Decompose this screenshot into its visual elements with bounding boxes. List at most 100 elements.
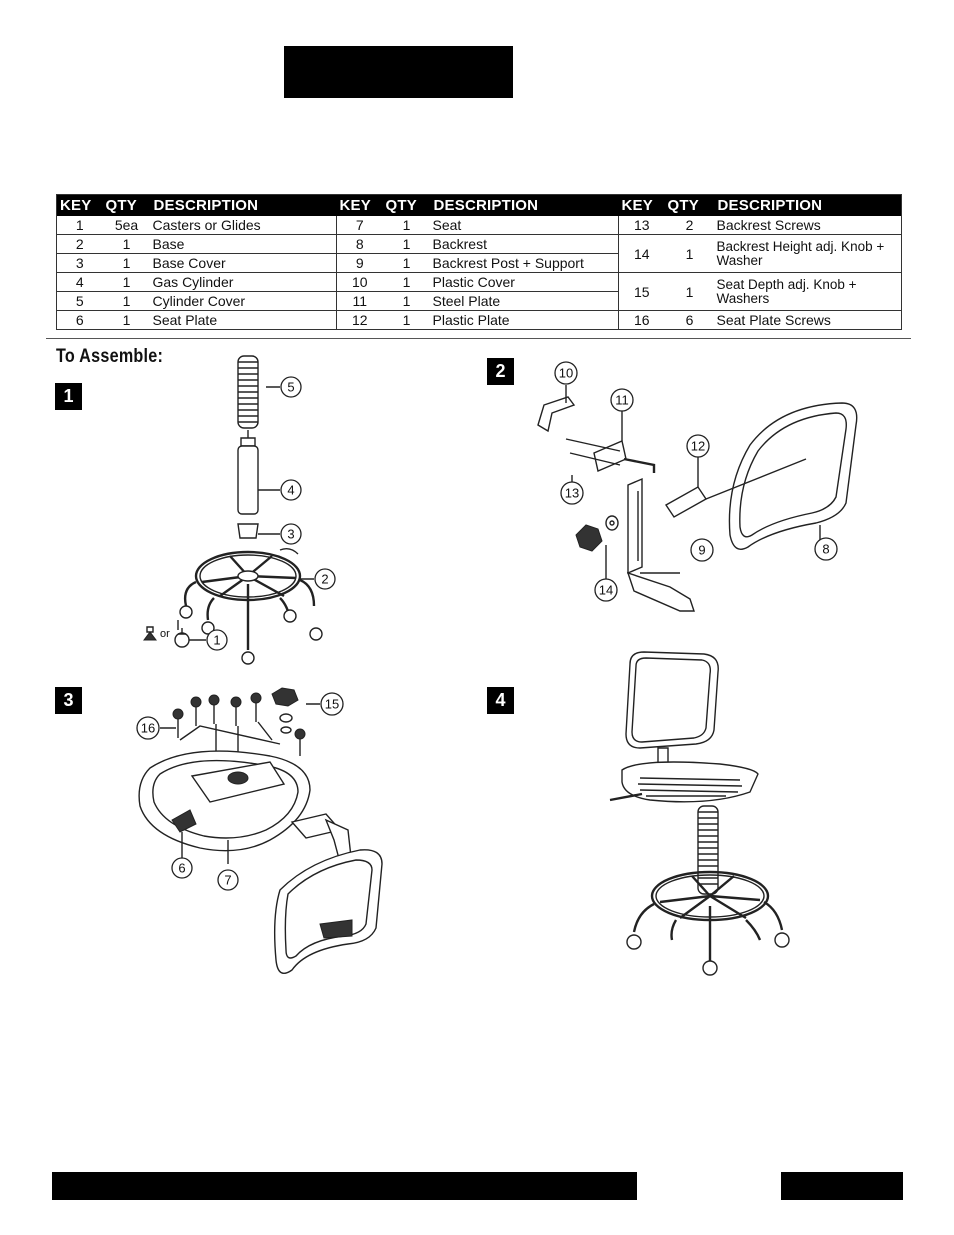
key-cell: 13 xyxy=(618,216,665,235)
svg-text:2: 2 xyxy=(321,572,328,587)
description-cell: Casters or Glides xyxy=(150,216,337,235)
key-cell: 15 xyxy=(618,272,665,311)
header-key: KEY xyxy=(336,194,383,216)
qty-cell: 1 xyxy=(664,234,715,273)
callout-16: 16 xyxy=(137,717,159,739)
callout-4: 4 xyxy=(281,480,301,500)
svg-text:3: 3 xyxy=(287,527,294,542)
qty-cell: 1 xyxy=(382,310,431,330)
gas-cylinder-illustration xyxy=(238,430,258,514)
svg-text:12: 12 xyxy=(691,439,705,454)
table-row: 1 5ea Casters or Glides 7 1 Seat 13 2 Ba… xyxy=(56,216,902,235)
assembled-column-illustration xyxy=(634,806,782,962)
step-1-diagram: or 5 4 3 2 1 xyxy=(130,350,460,670)
qty-cell: 1 xyxy=(382,253,431,273)
description-cell: Seat Plate xyxy=(150,310,337,330)
qty-cell: 1 xyxy=(102,272,151,292)
key-cell: 12 xyxy=(336,310,383,330)
cylinder-cover-illustration xyxy=(238,356,258,428)
base-illustration xyxy=(185,549,314,650)
knob-illustration xyxy=(576,516,618,551)
step-4-badge: 4 xyxy=(487,687,514,714)
description-cell: Backrest xyxy=(430,234,619,254)
header-key: KEY xyxy=(56,194,103,216)
table-row: 4 1 Gas Cylinder 10 1 Plastic Cover 15 1… xyxy=(56,272,902,311)
svg-text:5: 5 xyxy=(287,380,294,395)
header-description: DESCRIPTION xyxy=(150,194,337,216)
qty-cell: 6 xyxy=(664,310,715,330)
assembled-seat-illustration xyxy=(610,762,758,802)
plastic-cover-illustration xyxy=(538,397,574,431)
callout-1: 1 xyxy=(207,630,227,650)
key-cell: 2 xyxy=(56,234,103,254)
callout-8: 8 xyxy=(815,538,837,560)
qty-cell: 1 xyxy=(102,291,151,311)
plastic-plate-illustration xyxy=(666,487,706,517)
step-3-diagram: 16 15 6 7 xyxy=(120,680,410,980)
caster-illustrations xyxy=(144,606,322,664)
key-cell: 11 xyxy=(336,291,383,311)
table-row: 6 1 Seat Plate 12 1 Plastic Plate 16 6 S… xyxy=(56,310,902,330)
callout-14: 14 xyxy=(595,579,617,601)
description-cell: Backrest Height adj. Knob + Washer xyxy=(714,234,902,273)
qty-cell: 1 xyxy=(382,291,431,311)
qty-cell: 5ea xyxy=(102,216,151,235)
qty-cell: 1 xyxy=(382,234,431,254)
assembled-casters-illustration xyxy=(627,933,789,975)
callout-9: 9 xyxy=(691,539,713,561)
svg-text:14: 14 xyxy=(599,583,613,598)
callout-12: 12 xyxy=(687,435,709,457)
qty-cell: 1 xyxy=(382,216,431,235)
step-1-badge: 1 xyxy=(55,383,82,410)
key-cell: 6 xyxy=(56,310,103,330)
assemble-heading: To Assemble: xyxy=(56,346,164,367)
step-3-badge: 3 xyxy=(55,687,82,714)
description-cell: Base Cover xyxy=(150,253,337,273)
svg-text:11: 11 xyxy=(615,393,629,408)
table-header-row: KEY QTY DESCRIPTION KEY QTY DESCRIPTION … xyxy=(56,194,902,216)
qty-cell: 2 xyxy=(664,216,715,235)
steel-plate-illustration xyxy=(566,439,626,471)
step-2-diagram: 10 11 12 13 9 14 8 xyxy=(530,355,870,615)
callout-15: 15 xyxy=(321,693,343,715)
footer-bar-left xyxy=(52,1172,637,1200)
description-cell: Plastic Cover xyxy=(430,272,619,292)
key-cell: 14 xyxy=(618,234,665,273)
qty-cell: 1 xyxy=(102,234,151,254)
seat-plate-illustration xyxy=(172,762,284,832)
qty-cell: 1 xyxy=(102,253,151,273)
table-row: 5 1 Cylinder Cover 11 1 Steel Plate xyxy=(56,291,902,311)
svg-text:8: 8 xyxy=(822,542,829,557)
description-cell: Seat xyxy=(430,216,619,235)
assembled-backrest-illustration xyxy=(626,652,718,770)
seat-illustration xyxy=(139,751,310,851)
description-cell: Steel Plate xyxy=(430,291,619,311)
callout-11: 11 xyxy=(611,389,633,411)
step-2-badge: 2 xyxy=(487,358,514,385)
callout-6: 6 xyxy=(172,858,192,878)
description-cell: Seat Depth adj. Knob + Washers xyxy=(714,272,902,311)
description-cell: Base xyxy=(150,234,337,254)
header-key: KEY xyxy=(618,194,665,216)
svg-text:13: 13 xyxy=(565,486,579,501)
key-cell: 16 xyxy=(618,310,665,330)
header-bar xyxy=(284,46,513,98)
seat-knob-illustration xyxy=(272,688,298,733)
parts-table: KEY QTY DESCRIPTION KEY QTY DESCRIPTION … xyxy=(56,194,902,330)
callout-3: 3 xyxy=(281,524,301,544)
description-cell: Backrest Screws xyxy=(714,216,902,235)
footer-bar-right xyxy=(781,1172,903,1200)
callout-7: 7 xyxy=(218,870,238,890)
header-qty: QTY xyxy=(382,194,431,216)
key-cell: 7 xyxy=(336,216,383,235)
seat-plate-screws-illustration xyxy=(173,693,305,760)
backrest-illustration xyxy=(706,403,857,549)
step-4-diagram xyxy=(600,650,820,980)
key-cell: 8 xyxy=(336,234,383,254)
description-cell: Backrest Post + Support xyxy=(430,253,619,273)
table-row: 3 1 Base Cover 9 1 Backrest Post + Suppo… xyxy=(56,253,902,273)
svg-text:15: 15 xyxy=(325,697,339,712)
description-cell: Plastic Plate xyxy=(430,310,619,330)
backrest-post-illustration xyxy=(624,459,694,611)
svg-text:4: 4 xyxy=(287,483,294,498)
